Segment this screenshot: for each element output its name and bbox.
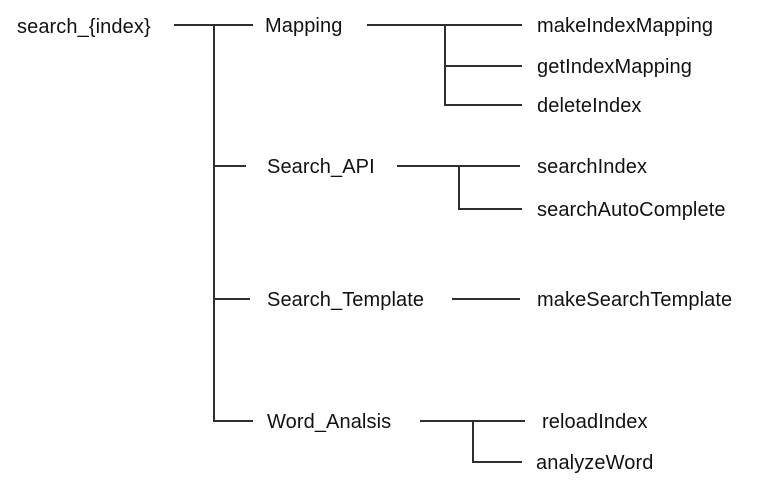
delete-index-line [444, 104, 522, 106]
root-label: search_{index} [17, 16, 151, 38]
leaf-make-index-mapping-label: makeIndexMapping [537, 15, 714, 37]
search-template-tick-line [213, 298, 250, 300]
mapping-children-trunk-line [444, 24, 446, 105]
leaf-get-index-mapping-label: getIndexMapping [537, 56, 692, 78]
branch-search-template-label: Search_Template [267, 289, 425, 311]
leaf-search-index-label: searchIndex [537, 156, 648, 178]
main-trunk-line [213, 24, 215, 421]
search-auto-complete-line [458, 208, 522, 210]
branch-mapping-label: Mapping [265, 15, 343, 37]
search-api-tick-line [213, 165, 246, 167]
word-analsis-children-trunk-line [472, 420, 474, 462]
leaf-delete-index-label: deleteIndex [537, 95, 642, 117]
get-index-mapping-line [444, 65, 522, 67]
branch-word-analsis-label: Word_Analsis [267, 411, 392, 433]
branch-search-api-label: Search_API [267, 156, 375, 178]
analyze-word-line [472, 461, 522, 463]
search-template-branch-line [452, 298, 520, 300]
leaf-analyze-word-label: analyzeWord [536, 452, 654, 474]
leaf-search-auto-complete-label: searchAutoComplete [537, 199, 726, 221]
leaf-make-search-template-label: makeSearchTemplate [537, 289, 733, 311]
word-analsis-tick-line [213, 420, 253, 422]
search-api-children-trunk-line [458, 165, 460, 209]
leaf-reload-index-label: reloadIndex [542, 411, 648, 433]
